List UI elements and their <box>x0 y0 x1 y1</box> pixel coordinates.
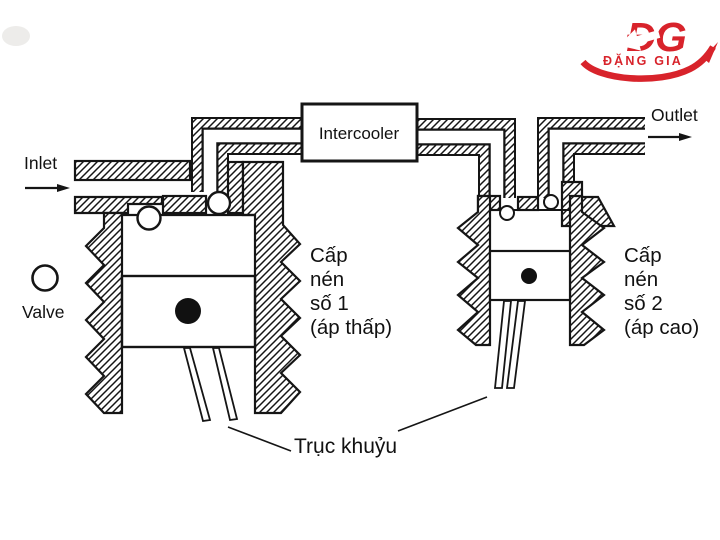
stage2-cooling-fins-right <box>568 194 606 347</box>
stage1-connecting-rod-a <box>182 347 212 423</box>
stage1-discharge-valve-ball <box>206 190 232 216</box>
inlet-label: Inlet <box>24 153 57 173</box>
stage1-valve-seat <box>161 194 208 215</box>
stage2-label-line2: nén <box>624 268 658 291</box>
stage2-intake-valve-ball <box>499 205 515 221</box>
brand-arrow-icon <box>618 29 661 51</box>
stage2-discharge-valve-ball <box>543 194 559 210</box>
valve-legend: Valve <box>22 264 64 322</box>
stage1-cooling-fins-left <box>84 211 124 415</box>
valve-symbol <box>31 264 59 292</box>
stage2-valve-seat-mid <box>516 195 540 212</box>
stage1-connecting-rod-b <box>211 347 239 422</box>
intercooler: Intercooler <box>300 102 419 163</box>
inlet: Inlet <box>24 153 70 192</box>
stage2-label-line3: số 2 <box>624 292 663 315</box>
stage1-label-line2: nén <box>310 268 344 291</box>
intercooler-box <box>300 102 419 163</box>
stage2-connecting-rod-b <box>505 300 527 389</box>
pipe-intercooler-to-stage2 <box>417 118 516 198</box>
stage2-wrist-pin <box>521 268 537 284</box>
stage1-label: Cấp nén số 1 (áp thấp) <box>310 244 392 339</box>
stage1-label-line3: số 1 <box>310 292 349 315</box>
inlet-top-wall <box>73 159 192 182</box>
valve-label: Valve <box>22 302 64 322</box>
outlet: Outlet <box>648 105 698 141</box>
stage1-label-line4: (áp thấp) <box>310 316 392 339</box>
crankshaft-callout: Trục khuỷu <box>227 396 488 458</box>
stage1-cylinder <box>84 160 302 423</box>
stage2-label: Cấp nén số 2 (áp cao) <box>624 244 699 339</box>
crankshaft-leader-right <box>397 396 488 432</box>
stage2-label-line4: (áp cao) <box>624 316 699 339</box>
inlet-duct <box>73 159 192 215</box>
stage2-label-line1: Cấp <box>624 244 662 267</box>
pipe-stage1-to-intercooler <box>191 117 302 192</box>
stage2-cooling-fins-left <box>456 194 492 347</box>
brand-swoosh-tip <box>703 42 718 63</box>
stage1-label-line1: Cấp <box>310 244 348 267</box>
stage1-wrist-pin <box>175 298 201 324</box>
crankshaft-label: Trục khuỷu <box>294 435 397 458</box>
stage1-intake-valve-ball <box>136 205 162 231</box>
outlet-label: Outlet <box>651 105 698 125</box>
outlet-arrow <box>648 133 692 141</box>
intercooler-label: Intercooler <box>319 124 400 143</box>
brand-logo: ĐG ĐẶNG GIA <box>580 14 718 82</box>
crankshaft-leader-left <box>227 426 292 452</box>
stage2-connecting-rod-a <box>494 300 512 389</box>
inlet-arrow <box>25 184 70 192</box>
brand-name: ĐẶNG GIA <box>603 53 683 68</box>
faint-watermark <box>2 26 30 46</box>
stage2-cylinder <box>456 180 616 389</box>
